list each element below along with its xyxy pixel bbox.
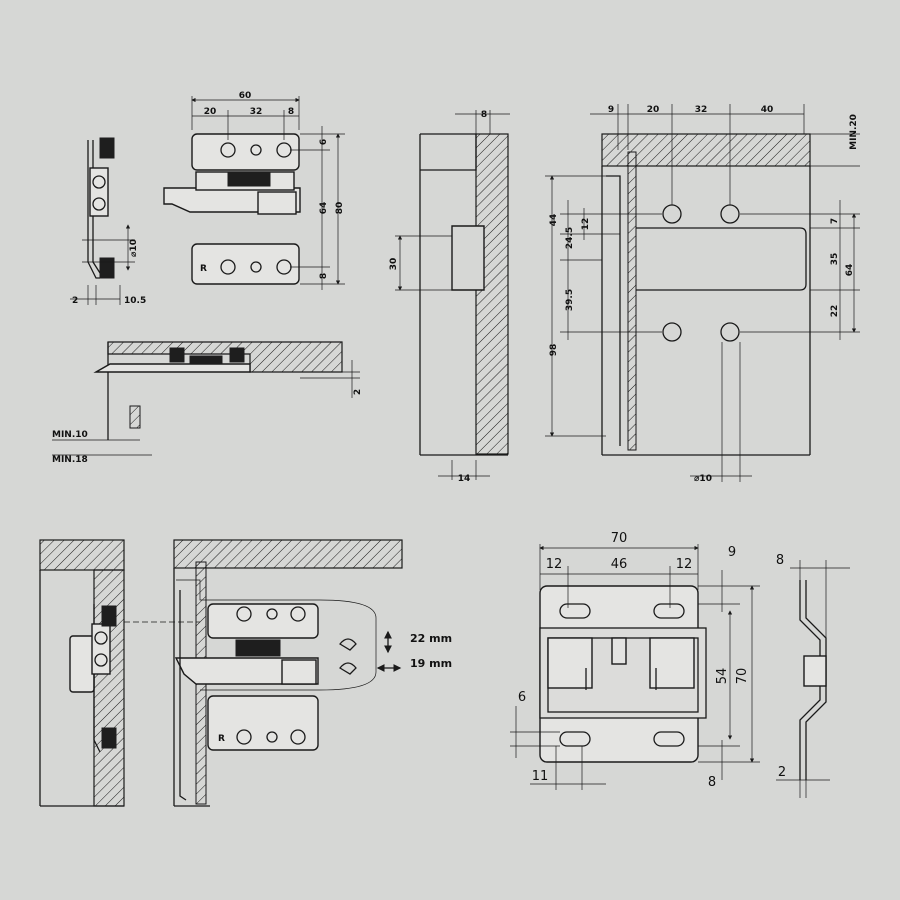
install-view-top-screw [101, 605, 117, 627]
install-section-view [39, 539, 200, 807]
side-view-hinge: ⌀10 2 10.5 [70, 137, 146, 306]
adjustment-view: R 22 mm 19 mm [173, 539, 452, 807]
front-view-mechanism [227, 171, 271, 187]
plate-view-d54: 54 [715, 668, 730, 685]
side-view-top-screw [99, 137, 115, 159]
side-view-d2: 2 [72, 296, 78, 306]
side-view-dia10: ⌀10 [129, 239, 139, 257]
drill-view-dia10: ⌀10 [694, 474, 712, 484]
side-view-bottom-screw [99, 257, 115, 279]
plate-side-profile: 8 2 [776, 553, 850, 798]
top-view-d2: 2 [353, 389, 363, 395]
top-view-screw-a [169, 347, 185, 363]
front-view-d60: 60 [239, 91, 252, 101]
section-view-d14: 14 [458, 474, 471, 484]
drill-pattern-view: 9 20 32 40 MIN.20 7 35 64 22 44 24.5 12 … [545, 104, 860, 484]
drill-view-d7: 7 [830, 218, 840, 224]
plate-view-d11: 11 [532, 769, 549, 784]
plate-view-d12a: 12 [546, 557, 563, 572]
drill-view-d12: 12 [581, 218, 591, 231]
plate-view-d6: 6 [518, 690, 526, 705]
drill-view-d35: 35 [830, 253, 840, 266]
top-view-min18: MIN.18 [52, 455, 88, 465]
front-view-hinge: R 60 20 32 8 6 64 80 8 [163, 91, 345, 290]
plate-view-d9: 9 [728, 545, 736, 560]
front-view-d8: 8 [288, 107, 294, 117]
adjust-vertical-range: 22 mm [410, 632, 452, 645]
adjust-view-mechanism [235, 639, 281, 657]
section-view-d30: 30 [389, 258, 399, 271]
top-view-min10: MIN.10 [52, 430, 88, 440]
drill-hole-lower-right [720, 322, 740, 342]
drill-view-d44: 44 [549, 214, 559, 227]
plate-view-d8: 8 [708, 775, 716, 790]
front-view-d32: 32 [250, 107, 263, 117]
front-view-d64: 64 [319, 202, 329, 215]
section-view-panel: 8 30 14 [389, 110, 510, 484]
drill-view-d32: 32 [695, 105, 708, 115]
plate-view-d70: 70 [611, 531, 628, 546]
drill-view-d22: 22 [830, 305, 840, 318]
install-view-bottom-screw [101, 727, 117, 749]
side-view-d10-5: 10.5 [124, 296, 146, 306]
drill-hole-upper-right [720, 204, 740, 224]
top-view-mount: 2 MIN.10 MIN.18 [52, 341, 363, 465]
drill-view-d64: 64 [845, 264, 855, 277]
drill-view-d39-5: 39.5 [565, 289, 575, 311]
plate-profile-d8: 8 [776, 553, 784, 568]
plate-view-d70v: 70 [735, 668, 750, 685]
front-view-d8b: 8 [319, 273, 329, 279]
drill-hole-lower-left [662, 322, 682, 342]
drill-view-d40: 40 [761, 105, 774, 115]
drill-hole-upper-left [662, 204, 682, 224]
plate-view-d46: 46 [611, 557, 628, 572]
plate-profile-d2: 2 [778, 765, 786, 780]
drill-view-d24-5: 24.5 [565, 227, 575, 249]
front-view-d80: 80 [335, 202, 345, 215]
section-view-d8: 8 [481, 110, 487, 120]
drill-view-min20: MIN.20 [849, 114, 859, 150]
adjust-horizontal-range: 19 mm [410, 657, 452, 670]
drill-view-d98: 98 [549, 344, 559, 357]
front-view-d6: 6 [319, 139, 329, 145]
front-view-r-marker: R [200, 264, 207, 274]
plate-view-d12b: 12 [676, 557, 693, 572]
front-view-d20: 20 [204, 107, 217, 117]
drill-view-d20: 20 [647, 105, 660, 115]
top-view-mechanism [189, 355, 223, 365]
mounting-plate-view: 70 12 46 12 9 54 70 8 6 11 [510, 531, 760, 790]
top-view-screw-b [229, 347, 245, 363]
drill-view-d9: 9 [608, 105, 614, 115]
adjust-view-r-marker: R [218, 734, 225, 744]
